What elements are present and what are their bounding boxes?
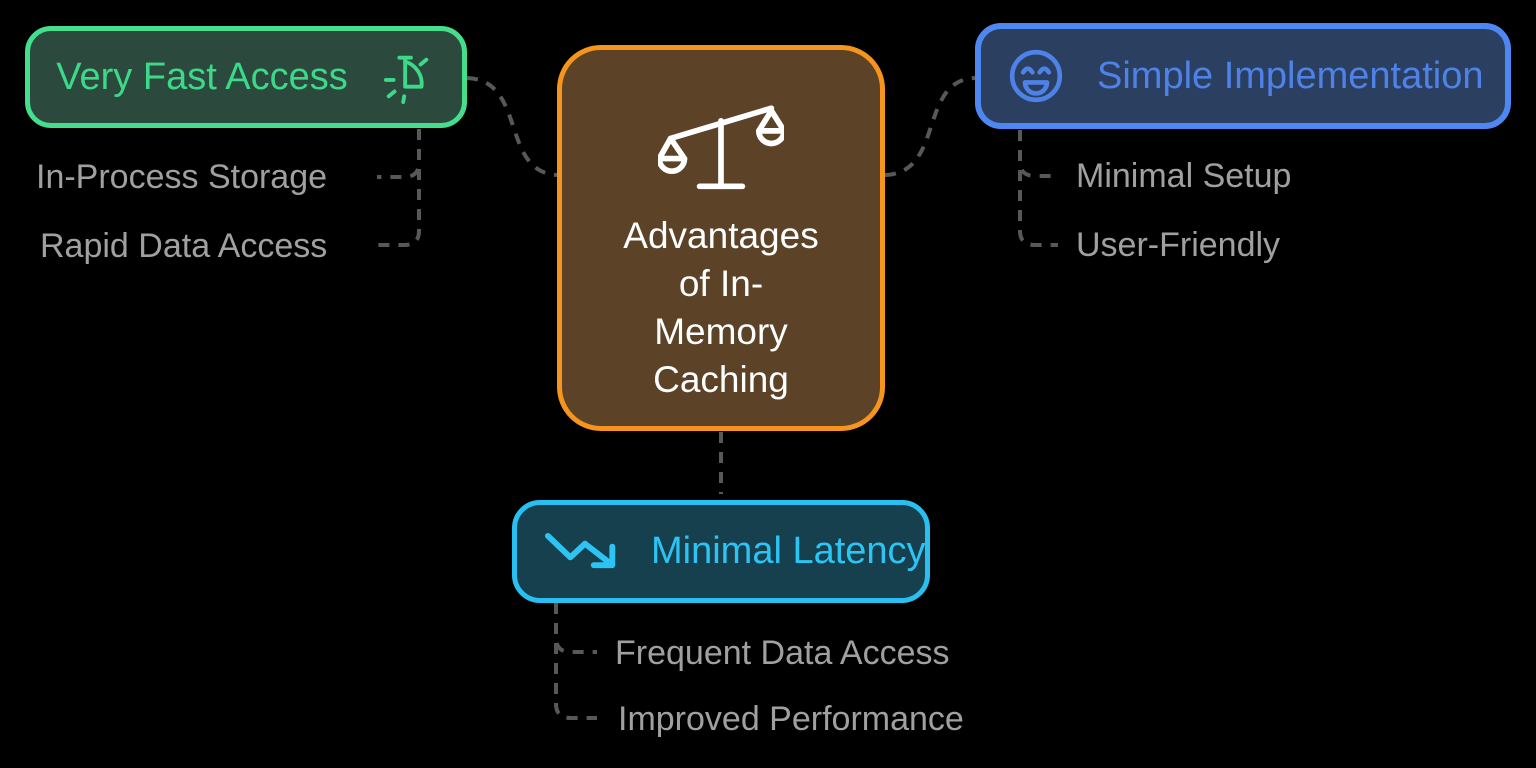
speed-timer-icon [382,50,436,104]
edge-very-fast-to-center [466,76,558,177]
center-title-line: Advantages [623,215,819,256]
trending-down-icon [543,529,625,574]
node-minimal-latency-label: Minimal Latency [651,530,926,572]
center-title-line: Caching [653,359,789,400]
child-label-user-friendly[interactable]: User-Friendly [1076,226,1281,264]
child-label-frequent-data-access[interactable]: Frequent Data Access [615,634,950,672]
node-very-fast-access[interactable]: Very Fast Access [25,26,467,128]
laughing-face-icon [1003,43,1069,109]
node-minimal-latency[interactable]: Minimal Latency [512,500,930,603]
edge-very-fast-to-rapid-access [377,129,421,247]
edge-minimal-latency-to-frequent [554,603,597,654]
child-label-minimal-setup[interactable]: Minimal Setup [1076,157,1292,195]
center-node-advantages[interactable]: Advantages of In- Memory Caching [557,45,885,431]
center-title-line: Memory [654,311,788,352]
node-simple-implementation-label: Simple Implementation [1097,54,1484,97]
edge-very-fast-to-in-process [377,129,421,179]
center-title-line: of In- [678,263,764,304]
edge-simple-impl-to-user-friendly [1018,130,1058,247]
child-label-improved-performance[interactable]: Improved Performance [618,700,964,738]
edge-minimal-latency-to-improved [554,603,597,720]
edge-simple-impl-to-minimal-setup [1018,130,1058,178]
node-simple-implementation[interactable]: Simple Implementation [975,23,1511,129]
center-node-title: Advantages of In- Memory Caching [623,212,818,404]
child-label-rapid-data-access[interactable]: Rapid Data Access [40,227,328,265]
node-very-fast-access-label: Very Fast Access [56,55,348,98]
child-label-in-process-storage[interactable]: In-Process Storage [36,158,328,196]
balance-scale-icon [658,98,784,194]
edge-center-to-simple-impl [884,76,976,177]
